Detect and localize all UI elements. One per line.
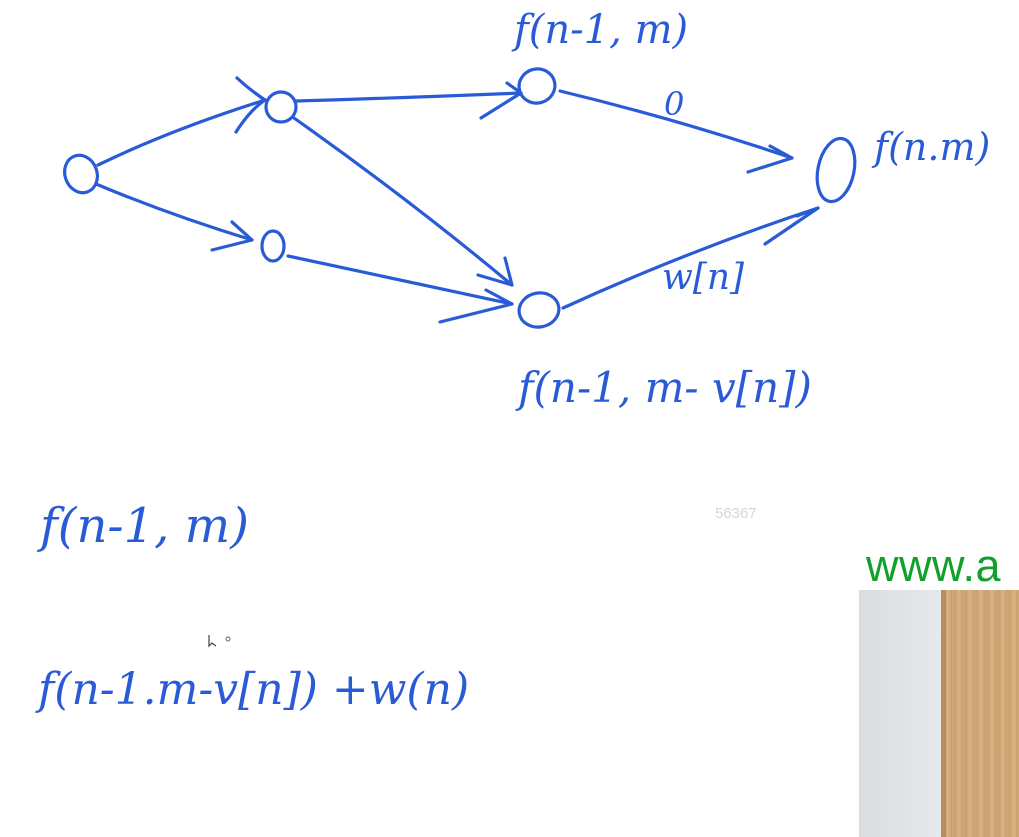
- edge-upper-to-top: [294, 91, 523, 103]
- node-upper-left: [264, 90, 298, 124]
- node-bottom: [517, 291, 561, 329]
- pointer-cursor-icon: [208, 635, 231, 648]
- webcam-wall: [859, 590, 941, 837]
- node-target: [815, 136, 857, 204]
- arrowhead-bottom-diag: [476, 256, 514, 287]
- arrowhead-upper: [234, 76, 267, 134]
- edge-bottom-to-target: [561, 206, 820, 310]
- webcam-overlay: [859, 590, 1019, 837]
- node-lower-left: [260, 229, 286, 263]
- edge-upper-to-bottom: [292, 116, 514, 287]
- arrowhead-target-top: [746, 144, 794, 174]
- edge-start-to-upper: [96, 98, 267, 167]
- label-top-node: f(n-1, m): [514, 7, 689, 53]
- arrowhead-target-bottom: [763, 206, 820, 246]
- arrowhead-top: [479, 81, 523, 120]
- webcam-door-frame: [941, 590, 946, 837]
- site-watermark: www.a: [866, 540, 1002, 591]
- webcam-door: [941, 590, 1019, 837]
- arrowhead-lower: [210, 220, 254, 252]
- edge-lower-to-bottom: [286, 254, 514, 306]
- note-line-1: f(n-1, m): [40, 498, 249, 554]
- overlay-id-number: 56367: [715, 505, 757, 522]
- node-start: [63, 153, 99, 195]
- label-edge-top-weight: 0: [664, 85, 685, 123]
- node-top: [517, 67, 557, 105]
- edge-start-to-lower: [94, 182, 254, 242]
- label-edge-bottom-weight: w[n]: [662, 257, 745, 298]
- label-bottom-node: f(n-1, m- v[n]): [518, 363, 812, 412]
- arrowhead-bottom: [438, 288, 514, 324]
- note-line-2: f(n-1.m-v[n]) +w(n): [38, 664, 470, 715]
- label-target-node: f(n.m): [874, 125, 991, 169]
- edge-top-to-target: [558, 89, 794, 160]
